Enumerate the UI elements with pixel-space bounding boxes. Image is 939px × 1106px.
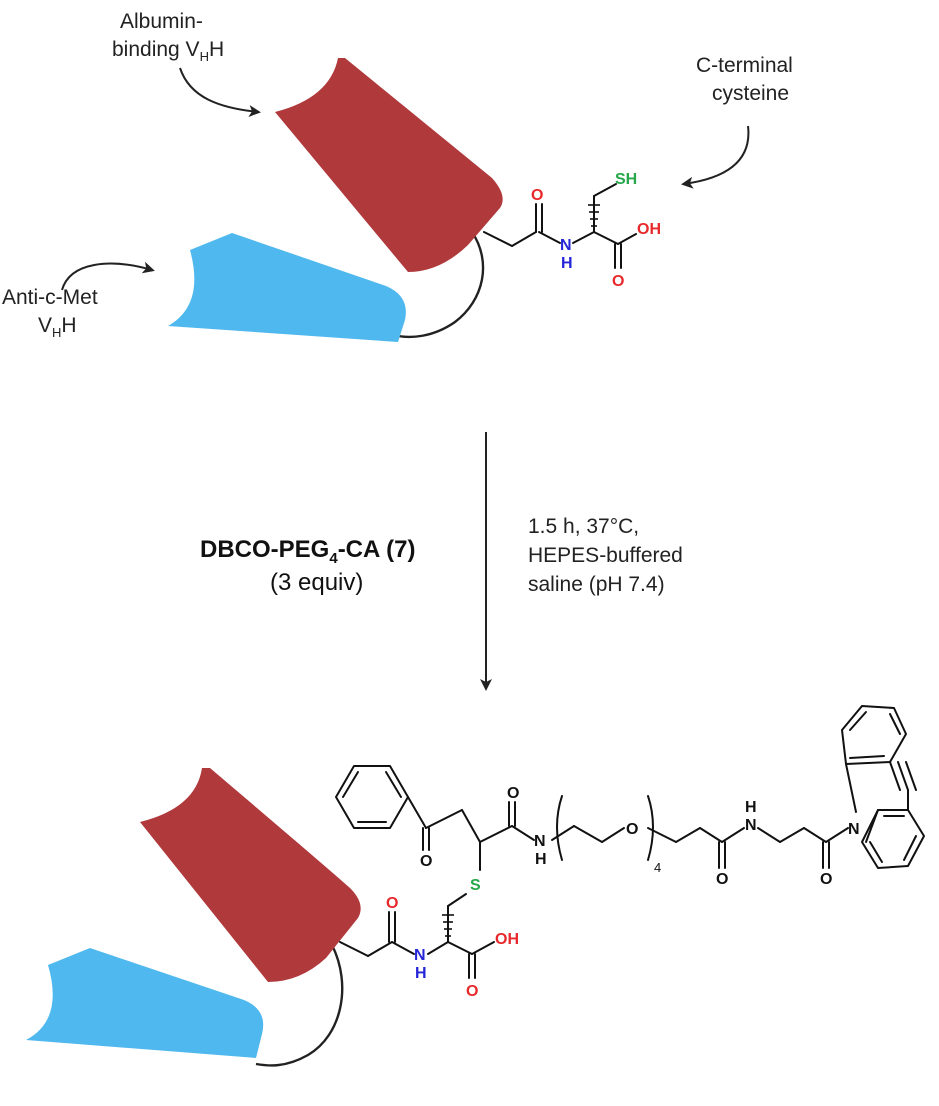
- atom-h-product: H: [415, 965, 427, 982]
- atom-n-dbco: N: [848, 821, 860, 838]
- atom-o-acid-product: O: [466, 983, 478, 1000]
- atom-o-amide-product: O: [386, 895, 398, 912]
- condition-line3: saline (pH 7.4): [528, 573, 665, 596]
- peg-repeat-count: 4: [654, 860, 661, 875]
- atom-n-top: N: [560, 237, 572, 254]
- pointer-arrow-anticmet: [61, 261, 155, 291]
- anti-cmet-vhh-shape-product: [26, 948, 264, 1058]
- reagent-equiv: (3 equiv): [270, 569, 363, 596]
- reagent-name: DBCO-PEG4-CA (7): [200, 536, 415, 567]
- label-albumin-vhh-line1: Albumin-: [120, 10, 203, 33]
- atom-o-amide-2: O: [716, 871, 728, 888]
- payload-structure: O O N H O 4 O H N O N: [335, 705, 925, 888]
- atom-o-ketone: O: [420, 853, 432, 870]
- label-albumin-vhh-line2: binding VHH: [112, 38, 224, 64]
- label-cterm-line2: cysteine: [712, 82, 789, 105]
- atom-o-amide-3: O: [820, 871, 832, 888]
- atom-o-amide-peg: O: [507, 785, 519, 802]
- atom-o-amide-top: O: [531, 187, 543, 204]
- cysteine-structure-top: O N H SH OH O: [483, 171, 661, 290]
- atom-nh-amide-peg: N: [534, 833, 546, 850]
- atom-h-top: H: [561, 255, 573, 272]
- cysteine-structure-product: O N H OH O S: [339, 877, 519, 1000]
- atom-n-product: N: [414, 947, 426, 964]
- atom-o-peg: O: [626, 821, 638, 838]
- reaction-step: DBCO-PEG4-CA (7) (3 equiv) 1.5 h, 37°C, …: [200, 432, 683, 691]
- atom-h-amide-peg: H: [535, 851, 547, 868]
- atom-h-amide-2: H: [745, 799, 757, 816]
- linker-top: [397, 231, 485, 339]
- pointer-arrow-albumin: [179, 67, 261, 118]
- atom-oh-product: OH: [495, 931, 519, 948]
- pointer-arrow-cterm: [681, 125, 750, 189]
- linker-bottom: [255, 944, 344, 1067]
- product-construct: O N H OH O S: [26, 705, 925, 1067]
- condition-line2: HEPES-buffered: [528, 544, 683, 567]
- label-anticmet-line1: Anti-c-Met: [2, 286, 98, 309]
- atom-sh-top: SH: [615, 171, 637, 188]
- albumin-vhh-shape-product: [140, 768, 361, 982]
- anti-cmet-vhh-shape: [168, 233, 406, 342]
- atom-oh-top: OH: [637, 221, 661, 238]
- label-anticmet-line2: VHH: [38, 314, 77, 340]
- atom-s-thioether: S: [470, 877, 481, 894]
- label-cterm-line1: C-terminal: [696, 54, 793, 77]
- starting-construct: O N H SH OH O Albumin- binding VHH C-ter…: [2, 10, 793, 342]
- condition-line1: 1.5 h, 37°C,: [528, 515, 639, 538]
- atom-o-acid-top: O: [612, 273, 624, 290]
- albumin-vhh-shape: [275, 58, 503, 272]
- atom-n-amide-2: N: [745, 817, 757, 834]
